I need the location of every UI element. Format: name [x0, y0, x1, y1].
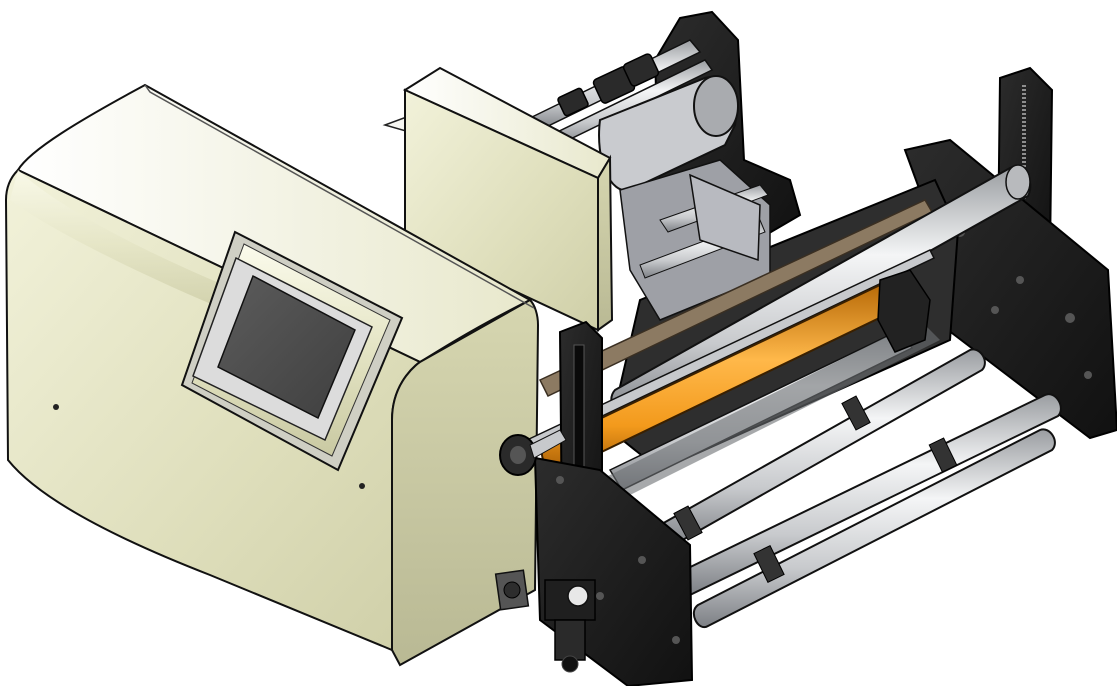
lower-roller-3	[692, 428, 1056, 629]
upper-housing	[402, 66, 614, 332]
screen-display	[217, 274, 356, 420]
roller-set	[509, 164, 1062, 629]
front-side-plate	[499, 320, 694, 686]
pressure-gauge-icon	[567, 585, 589, 607]
inner-mechanism	[619, 159, 771, 321]
rear-bracket	[877, 269, 931, 353]
touch-screen-panel	[180, 230, 404, 472]
main-housing	[4, 83, 540, 667]
